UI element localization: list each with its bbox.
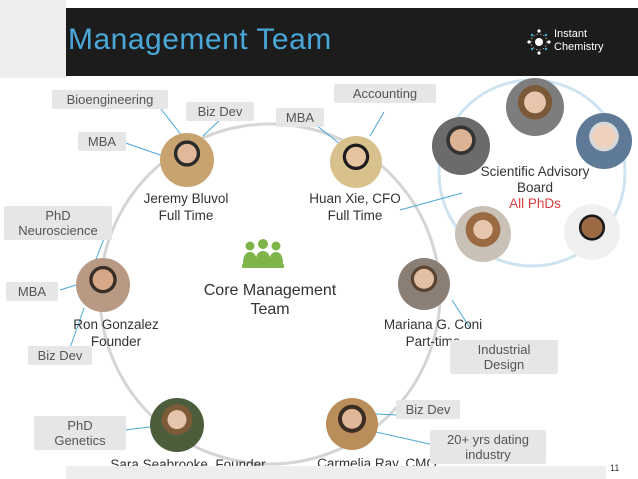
person-name: Ron Gonzalez [58, 316, 174, 333]
sab-line2: Board [470, 180, 600, 196]
footer-strip [66, 466, 606, 479]
person-ron: Ron Gonzalez Founder [58, 316, 174, 350]
sab-subtitle: All PhDs [470, 196, 600, 212]
tag-line: Genetics [40, 433, 120, 448]
avatar-jeremy [160, 133, 214, 187]
core-team-label: Core Management Team [190, 281, 350, 319]
avatar-huan [330, 136, 382, 188]
avatar-advisor-2 [506, 78, 564, 136]
person-name: Mariana G. Coni [370, 316, 496, 333]
team-icon [240, 238, 286, 272]
avatar-mariana [398, 258, 450, 310]
page-number: 11 [610, 463, 619, 473]
tag-line: 20+ yrs dating [436, 432, 540, 447]
avatar-advisor-3 [576, 113, 632, 169]
tag-line: industry [436, 447, 540, 462]
tag-mba-huan: MBA [276, 108, 324, 127]
person-name: Huan Xie, CFO [296, 190, 414, 207]
tag-mba-ron: MBA [6, 282, 58, 301]
person-role: Full Time [296, 207, 414, 224]
avatar-ron [76, 258, 130, 312]
person-role: Full Time [130, 207, 242, 224]
tag-line: Design [456, 357, 552, 372]
scientific-advisory-board-label: Scientific Advisory Board All PhDs [470, 164, 600, 212]
tag-line: PhD [40, 418, 120, 433]
avatar-sara [150, 398, 204, 452]
tag-bizdev-ron: Biz Dev [28, 346, 92, 365]
tag-dating-industry: 20+ yrs dating industry [430, 430, 546, 464]
avatar-advisor-4 [455, 206, 511, 262]
tag-bioengineering: Bioengineering [52, 90, 168, 109]
tag-mba-jeremy: MBA [78, 132, 126, 151]
avatar-carmelia [326, 398, 378, 450]
tag-industrial-design: Industrial Design [450, 340, 558, 374]
tag-phd-genetics: PhD Genetics [34, 416, 126, 450]
tag-phd-neuroscience: PhD Neuroscience [4, 206, 112, 240]
tag-accounting: Accounting [334, 84, 436, 103]
tag-bizdev-carmelia: Biz Dev [396, 400, 460, 419]
tag-line: PhD [10, 208, 106, 223]
person-name: Jeremy Bluvol [130, 190, 242, 207]
tag-line: Neuroscience [10, 223, 106, 238]
core-team-line1: Core Management [190, 281, 350, 300]
person-huan: Huan Xie, CFO Full Time [296, 190, 414, 224]
sab-line1: Scientific Advisory [470, 164, 600, 180]
core-team-line2: Team [190, 300, 350, 319]
tag-bizdev-jeremy: Biz Dev [186, 102, 254, 121]
person-jeremy: Jeremy Bluvol Full Time [130, 190, 242, 224]
tag-line: Industrial [456, 342, 552, 357]
avatar-advisor-5 [564, 204, 620, 260]
